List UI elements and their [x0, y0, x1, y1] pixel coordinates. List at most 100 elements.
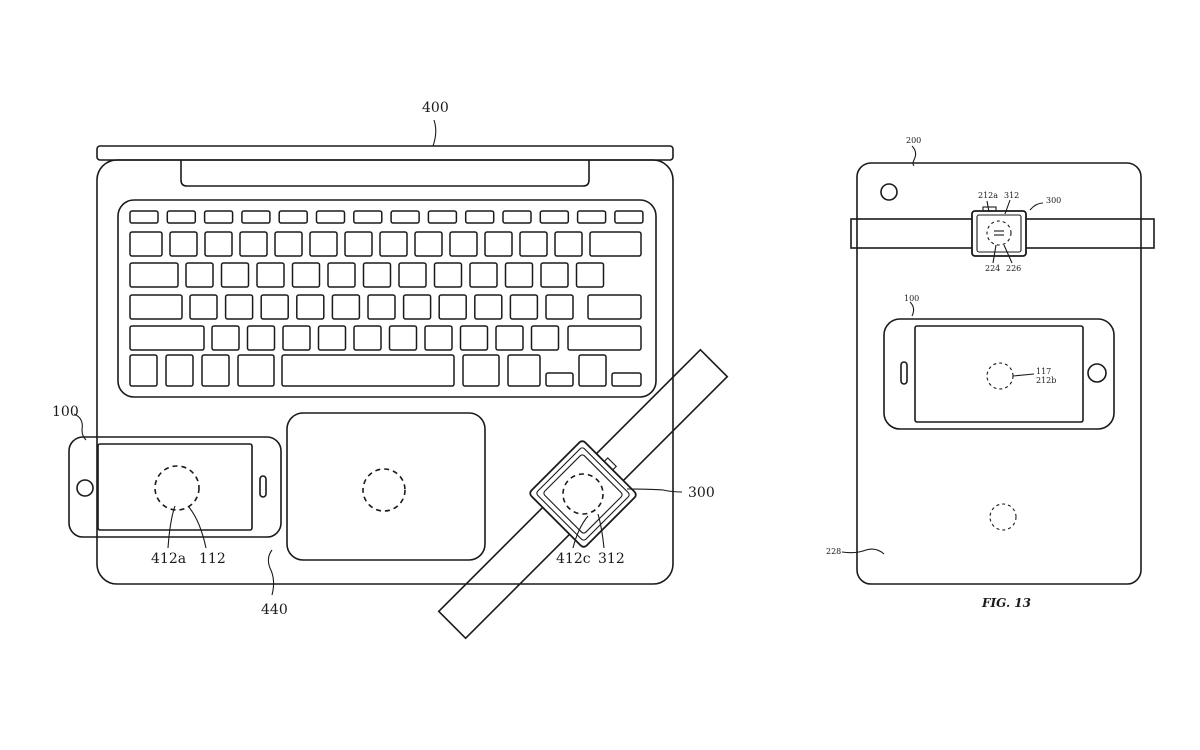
keyboard-key	[274, 231, 303, 257]
keyboard-key	[220, 262, 250, 288]
keyboard-key	[166, 210, 197, 224]
watch-left-face	[543, 454, 623, 534]
keyboard-key	[567, 325, 642, 351]
keyboard-key	[185, 262, 214, 288]
keyboard-key	[201, 354, 230, 387]
label-watch-coil-ref-right: 312	[1004, 191, 1019, 200]
keyboard-key	[309, 231, 338, 257]
keyboard-key	[474, 294, 503, 320]
label-phone-right: 100	[904, 294, 919, 303]
keyboard-key	[507, 354, 541, 387]
leader-tablet	[911, 145, 917, 167]
tablet-body	[856, 162, 1142, 585]
keyboard-key	[129, 262, 179, 288]
label-phone-coil-ref-right: 117	[1036, 367, 1051, 376]
keyboard-key	[611, 372, 642, 387]
keyboard-key	[165, 354, 194, 387]
label-watch-coil-a: 212a	[978, 191, 998, 200]
label-watch: 300	[688, 485, 715, 501]
keyboard-key	[362, 262, 392, 288]
keyboard-well	[117, 199, 657, 398]
keyboard-key	[246, 325, 276, 351]
leader-watch-sub-2	[1003, 244, 1013, 264]
keyboard-key	[390, 210, 420, 224]
keyboard-key	[469, 262, 498, 288]
tablet	[856, 162, 1142, 585]
keyboard-key	[224, 294, 254, 320]
keyboard-key	[402, 294, 432, 320]
keyboard-key	[353, 210, 383, 224]
tablet-coil	[989, 503, 1017, 531]
keyboard-key	[424, 325, 453, 351]
keyboard-key	[327, 262, 356, 288]
watch-right-crown	[982, 206, 997, 212]
keyboard-key	[189, 294, 218, 320]
watch-left-case-outer	[529, 440, 637, 548]
keyboard-key	[433, 262, 463, 288]
phone-right-coil	[986, 362, 1014, 390]
leader-phone-coil	[167, 505, 176, 549]
keyboard-key	[575, 262, 605, 288]
keyboard-key	[540, 262, 569, 288]
phone-right-home-button	[1087, 363, 1107, 383]
laptop	[96, 145, 674, 585]
label-phone-coil: 412a	[151, 551, 186, 567]
keyboard-key	[331, 294, 361, 320]
keyboard-key	[464, 210, 495, 224]
label-surface-right: 228	[826, 547, 841, 556]
label-phone-coil-ref: 112	[199, 551, 226, 567]
keyboard-key	[129, 210, 159, 224]
phone-right-body	[883, 318, 1115, 430]
keyboard-key	[129, 354, 158, 387]
keyboard-key	[414, 231, 443, 257]
keyboard-key	[614, 210, 644, 224]
keyboard-key	[203, 210, 234, 224]
leader-watch-coil-a	[986, 200, 990, 213]
keyboard-key	[169, 231, 198, 257]
leader-phone-right	[909, 301, 915, 317]
keyboard-keys	[129, 210, 644, 387]
keyboard-key	[241, 210, 271, 224]
watch-left-case-inner	[536, 447, 630, 541]
laptop-hinge-notch	[180, 160, 590, 187]
watch-right	[850, 206, 1155, 257]
keyboard-key	[495, 325, 524, 351]
keyboard-key	[278, 210, 308, 224]
keyboard-key	[260, 294, 289, 320]
keyboard-key	[367, 294, 396, 320]
phone-left-coil	[154, 465, 200, 511]
keyboard-key	[587, 294, 642, 320]
label-tablet: 200	[906, 136, 921, 145]
keyboard-key	[353, 325, 382, 351]
watch-left-crown	[603, 457, 618, 471]
trackpad-coil	[362, 468, 406, 512]
leader-watch-coil	[572, 515, 589, 549]
laptop-base	[96, 159, 674, 585]
tablet-camera	[880, 183, 898, 201]
keyboard-key	[296, 294, 325, 320]
watch-right-case-inner	[976, 214, 1022, 253]
keyboard-key	[589, 231, 642, 257]
label-phone: 100	[52, 404, 79, 420]
label-phone-coil-b: 212b	[1036, 376, 1056, 385]
keyboard-key	[438, 294, 467, 320]
keyboard-key	[509, 294, 539, 320]
keyboard-key	[530, 325, 560, 351]
keyboard-key	[204, 231, 233, 257]
leader-surface	[267, 549, 275, 596]
keyboard-key	[129, 325, 205, 351]
label-watch-right: 300	[1046, 196, 1061, 205]
leader-watch	[626, 488, 683, 493]
leader-phone	[73, 413, 87, 441]
phone-left-body	[68, 436, 282, 538]
label-watch-coil-ref: 312	[598, 551, 625, 567]
phone-left-screen	[97, 443, 253, 531]
keyboard-key	[129, 231, 163, 257]
leader-surface-right	[841, 548, 885, 555]
keyboard-key	[502, 210, 532, 224]
watch-right-coil	[986, 220, 1012, 246]
keyboard-key	[239, 231, 268, 257]
figure-caption: FIG. 13	[981, 596, 1031, 610]
label-watch-sub-1: 224	[985, 264, 1000, 273]
